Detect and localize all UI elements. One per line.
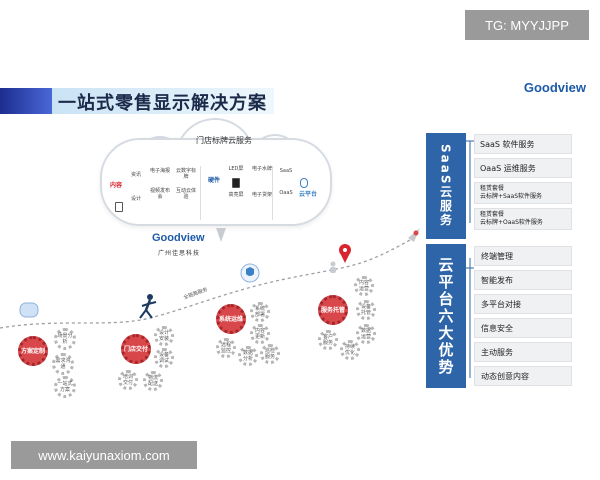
cloud-shape	[100, 138, 332, 226]
watermark-badge-top: TG: MYYJJPP	[465, 10, 589, 40]
cloud-item: 视频发布会	[150, 188, 171, 200]
gear-sub: 培训交付	[118, 370, 138, 390]
gear-sub: 内容运营	[354, 276, 374, 296]
growth-path	[0, 140, 474, 378]
cloud-platform-label: 云平台	[298, 191, 317, 198]
advantage-item: 信息安全	[474, 318, 572, 338]
cloud-divider	[272, 166, 273, 220]
gear-sub: 需求沟通	[52, 353, 74, 375]
device-icon	[19, 302, 39, 318]
service-bundle: 租赁套餐云标牌+SaaS软件服务	[474, 182, 572, 204]
advantage-item: 主动服务	[474, 342, 572, 362]
gear-sub: 巡检服务	[260, 344, 280, 364]
watermark-badge-bottom: www.kaiyunaxiom.com	[11, 441, 197, 469]
gear-solution: 方案定制	[18, 336, 48, 366]
led-screen-icon	[232, 178, 240, 188]
gear-operations: 系统运维	[216, 304, 246, 334]
advantage-item: 智能发布	[474, 270, 572, 290]
gear-sub: 内容更新	[250, 324, 270, 344]
slide-title: 一站式零售显示解决方案	[58, 93, 267, 114]
monitor-icon	[115, 202, 123, 212]
shield-icon	[240, 263, 260, 283]
cloud-item: 电子水牌	[252, 166, 273, 172]
running-man-icon	[139, 294, 157, 319]
gear-sub: 设备调试	[154, 348, 174, 368]
gear-sub: 远程监控	[216, 338, 236, 358]
slide: 一站式零售显示解决方案 Goodview	[0, 78, 600, 408]
service-item: OaaS 运维服务	[474, 158, 572, 178]
cloud-item: 电子海报	[150, 168, 171, 174]
rocket-icon	[408, 228, 420, 242]
cloud-icon	[300, 178, 308, 188]
gear-sub: 系统部署	[250, 302, 270, 322]
cloud-item: 设计	[130, 196, 141, 202]
gear-sub: 客户服务	[318, 330, 338, 350]
title-band	[52, 88, 274, 114]
slogan: 广州佳思科技	[158, 250, 201, 257]
arrow-down-icon	[216, 228, 226, 242]
goodview-logo: Goodview	[152, 232, 205, 244]
cloud-hardware-label: 硬件	[207, 177, 220, 184]
gear-sub: 一站式方案	[54, 376, 76, 398]
cloud-item: 互动云体验	[176, 188, 197, 200]
service-bundle: 租赁套餐云标牌+OaaS软件服务	[474, 208, 572, 230]
advantages-panel-label: 云平台六大优势	[436, 256, 455, 376]
advantage-item: 多平台对接	[474, 294, 572, 314]
title-accent-bar	[0, 88, 52, 114]
advantages-panel: 云平台六大优势	[426, 244, 466, 388]
gear-sub: 数据运营	[356, 324, 376, 344]
cloud-divider	[200, 166, 201, 220]
gear-sub: 设备托管	[356, 300, 376, 320]
gear-sub: 设计安装	[154, 326, 174, 346]
location-pin-icon	[339, 244, 351, 263]
saas-panel: SaaS云服务	[426, 133, 466, 239]
cloud-item: OaaS	[279, 190, 293, 196]
saas-panel-label: SaaS云服务	[438, 144, 453, 228]
cloud-item: 电子货架	[252, 192, 273, 198]
cloud-item: 资讯	[130, 172, 141, 178]
gear-sub: 场景分析	[54, 328, 76, 350]
brand-logo: Goodview	[523, 80, 586, 95]
gear-hosting: 服务托管	[318, 295, 348, 325]
person-icon	[330, 261, 336, 273]
cloud-item: 云数字标牌	[176, 168, 197, 180]
advantage-item: 动态创意内容	[474, 366, 572, 386]
advantage-item: 终端管理	[474, 246, 572, 266]
cloud-item: LED屏	[228, 166, 244, 172]
cloud-title: 门店标牌云服务	[196, 136, 252, 145]
cloud-item: SaaS	[279, 168, 293, 174]
cloud-item: 高亮屏	[228, 192, 244, 198]
cloud-content-label: 内容	[109, 182, 122, 189]
gear-sub: 物流配送	[143, 371, 163, 391]
gear-sub: 持续优化	[340, 340, 360, 360]
gear-delivery: 门店交付	[121, 334, 151, 364]
gear-sub: 数据分析	[238, 346, 258, 366]
service-item: SaaS 软件服务	[474, 134, 572, 154]
